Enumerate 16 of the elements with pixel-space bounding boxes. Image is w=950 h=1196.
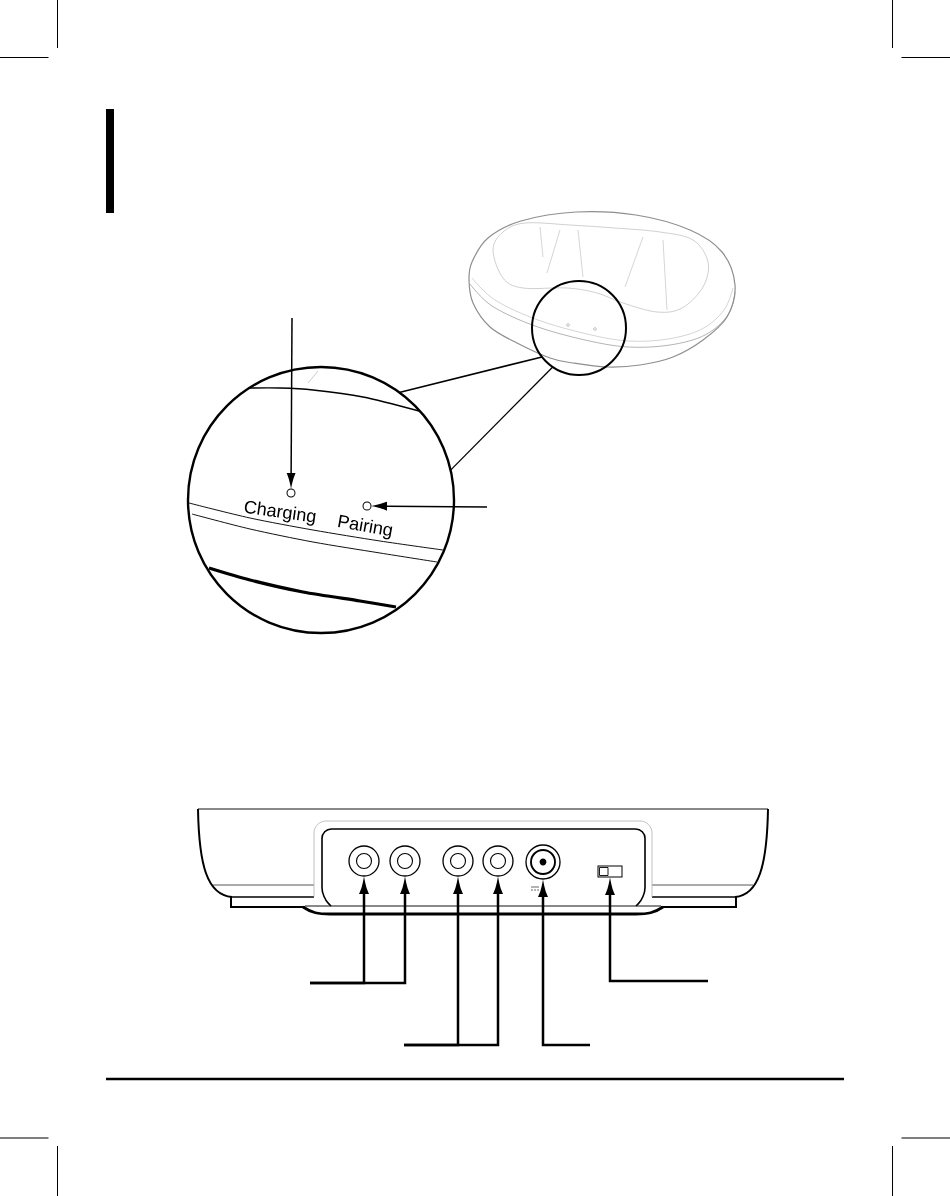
led-indicator bbox=[286, 488, 296, 498]
led-label: Pairing bbox=[338, 514, 393, 540]
led-label: Charging bbox=[244, 500, 316, 526]
detail-circle bbox=[186, 365, 456, 635]
leader-arrow bbox=[287, 317, 296, 486]
magnifier-line bbox=[398, 356, 543, 394]
slide-switch bbox=[597, 865, 623, 878]
led-indicator bbox=[362, 501, 372, 511]
power-jack bbox=[525, 844, 561, 880]
magnifier-circle bbox=[531, 280, 627, 376]
jack-socket bbox=[389, 845, 421, 877]
jack-socket bbox=[482, 845, 514, 877]
magnifier-line bbox=[449, 366, 554, 471]
jack-socket bbox=[348, 845, 380, 877]
leader-arrow bbox=[374, 502, 488, 511]
jack-socket bbox=[442, 845, 474, 877]
